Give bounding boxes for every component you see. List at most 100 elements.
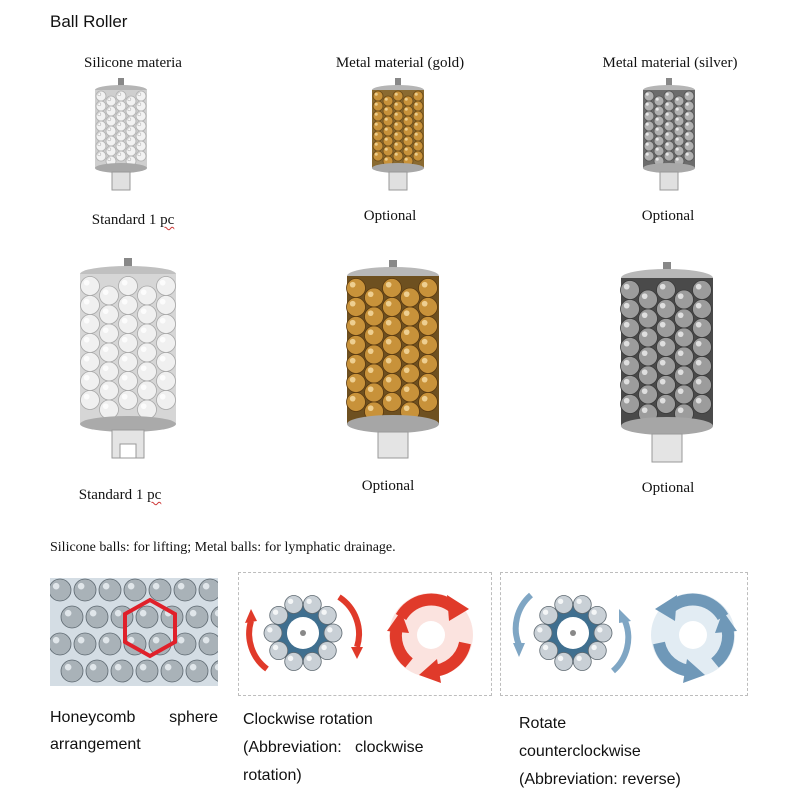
ball [674, 365, 694, 386]
clockwise-caption-line1: Clockwise rotation [243, 711, 373, 728]
ball [73, 632, 97, 656]
ball [400, 344, 420, 365]
ball [382, 335, 402, 355]
ball [402, 135, 414, 147]
ball [346, 297, 366, 317]
ball [418, 335, 438, 355]
ball [674, 384, 694, 405]
ball [80, 371, 100, 391]
counterclockwise-caption-line1: Rotate [519, 715, 567, 732]
ball [118, 352, 138, 372]
ball [400, 363, 420, 384]
ball [382, 105, 394, 117]
ball [418, 316, 438, 336]
ball [587, 605, 607, 625]
ball [118, 333, 138, 353]
ball [118, 390, 138, 410]
ball [663, 90, 675, 102]
ball [382, 95, 394, 107]
ball [418, 373, 438, 393]
ball [402, 95, 414, 107]
ball [692, 280, 712, 300]
ball [643, 100, 655, 112]
ball [156, 295, 176, 315]
ball [137, 323, 157, 344]
ball [99, 361, 119, 382]
ball [392, 90, 404, 102]
ball [656, 394, 676, 414]
ball [656, 299, 676, 319]
ball [572, 595, 592, 614]
ball [382, 115, 394, 127]
ball [115, 150, 127, 162]
ball [372, 100, 384, 112]
ball [346, 335, 366, 355]
ball [125, 125, 137, 137]
ball [400, 382, 420, 403]
ball [382, 297, 402, 317]
ball [620, 318, 640, 338]
ball [663, 100, 675, 112]
ball [99, 399, 119, 420]
ball [210, 660, 218, 682]
ball [198, 578, 218, 602]
ball [137, 380, 157, 401]
ball [135, 659, 159, 683]
ball [539, 605, 559, 625]
ball [115, 120, 127, 132]
ball [125, 145, 137, 157]
ball [99, 285, 119, 306]
ball [118, 371, 138, 391]
ball [115, 140, 127, 152]
ball [137, 285, 157, 306]
ball [643, 150, 655, 162]
ball [95, 100, 107, 112]
caption-silicone-small-suffix: pc [160, 212, 175, 228]
ball [638, 346, 658, 367]
ball [110, 659, 134, 683]
ball [620, 394, 640, 414]
ball [156, 390, 176, 410]
ball [302, 652, 322, 671]
ball [364, 306, 384, 327]
ball [95, 130, 107, 142]
ball [364, 287, 384, 308]
ball [125, 115, 137, 127]
ball [135, 120, 147, 132]
ball [653, 125, 665, 137]
ball [125, 105, 137, 117]
ball [382, 392, 402, 412]
ball [692, 299, 712, 319]
ball [382, 145, 394, 157]
ball [382, 316, 402, 336]
clockwise-caption-line2: (Abbreviation: clockwise [243, 739, 424, 756]
ball [346, 373, 366, 393]
ball [412, 140, 424, 152]
ball [105, 145, 117, 157]
ball [95, 150, 107, 162]
ball [115, 110, 127, 122]
honeycomb-caption-line2: arrangement [50, 736, 141, 753]
ball [317, 605, 337, 625]
ball [156, 371, 176, 391]
ball [80, 295, 100, 315]
ball [692, 356, 712, 376]
label-gold: Metal material (gold) [335, 55, 465, 71]
caption-silver-small: Optional [641, 208, 695, 224]
ball [673, 145, 685, 157]
ball [364, 382, 384, 403]
ball [656, 280, 676, 300]
honeycomb-caption-line1: Honeycomb sphere [50, 709, 218, 726]
ball [692, 375, 712, 395]
ball [263, 623, 283, 643]
label-silicone: Silicone materia [84, 55, 182, 71]
caption-gold-large: Optional [361, 478, 415, 494]
ball [402, 105, 414, 117]
ball [135, 605, 159, 629]
ball [148, 578, 172, 602]
caption-silicone-large-suffix: pc [147, 487, 162, 503]
roller-gold-small [365, 78, 431, 198]
ball [115, 100, 127, 112]
ball [118, 276, 138, 296]
ball [50, 578, 72, 602]
